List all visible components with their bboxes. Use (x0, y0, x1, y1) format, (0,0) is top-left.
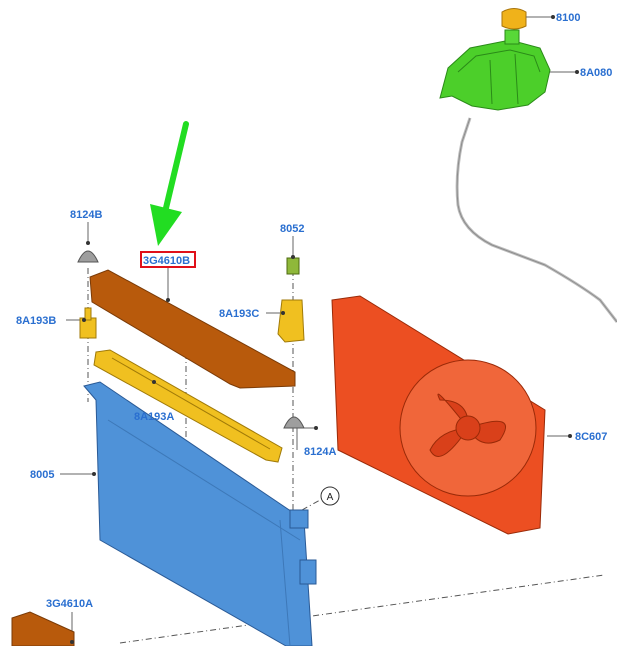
support-bar (93, 349, 283, 463)
fan-shroud (331, 295, 546, 535)
label-fan-shroud: 8C607 (575, 431, 607, 443)
clip-8052 (286, 257, 300, 275)
label-mount-right: 8124A (304, 446, 336, 458)
label-cap: 8100 (556, 12, 580, 24)
seal-lower (11, 611, 75, 646)
mount-right (283, 416, 305, 429)
callout-a (320, 486, 340, 506)
mount-left (77, 250, 99, 263)
label-seal-highlighted: 3G4610B (143, 255, 190, 267)
label-reservoir: 8A080 (580, 67, 612, 79)
label-radiator: 8005 (30, 469, 54, 481)
coolant-reservoir (439, 29, 551, 111)
label-bracket-left-lower: 8A193B (16, 315, 56, 327)
callout-a-label: A (327, 492, 334, 503)
reservoir-cap (501, 8, 527, 30)
label-support-bar: 8A193A (134, 411, 174, 423)
highlight-box (140, 251, 196, 268)
seal-upper (89, 269, 296, 389)
label-bracket-right-lower: 8A193C (219, 308, 259, 320)
coolant-hose (455, 117, 617, 323)
label-seal-bottom: 3G4610A (46, 598, 93, 610)
radiator (83, 381, 317, 646)
label-bracket-left-top: 8124B (70, 209, 102, 221)
bracket-right (277, 299, 305, 343)
pointer-arrow-icon (150, 121, 189, 246)
label-bracket-right-top: 8052 (280, 223, 304, 235)
bracket-left (79, 307, 97, 339)
